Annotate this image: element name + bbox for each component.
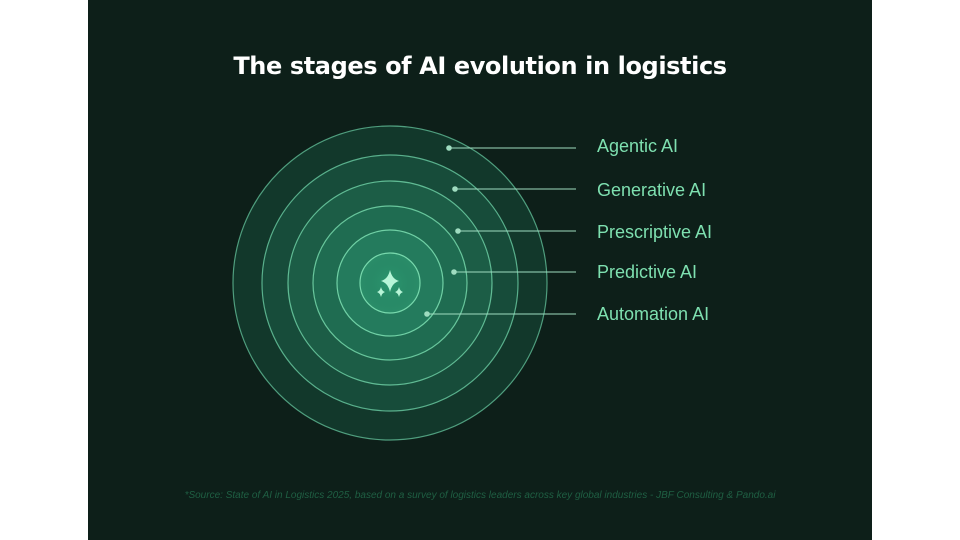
connector-prescriptive xyxy=(455,228,576,234)
stage-label-predictive: Predictive AI xyxy=(597,262,698,282)
infographic-slide: The stages of AI evolution in logistics … xyxy=(88,0,872,540)
stage-label-automation: Automation AI xyxy=(597,304,710,324)
source-footnote: *Source: State of AI in Logistics 2025, … xyxy=(184,490,776,501)
connector-generative xyxy=(452,186,576,192)
stage-label-prescriptive: Prescriptive AI xyxy=(597,222,713,242)
connector-predictive xyxy=(451,269,576,275)
sparkle-icon xyxy=(377,270,403,297)
connector-agentic xyxy=(446,145,576,151)
stage-label-agentic: Agentic AI xyxy=(597,136,679,156)
stage-label-generative: Generative AI xyxy=(597,180,707,200)
page-title: The stages of AI evolution in logistics xyxy=(233,52,727,80)
concentric-rings-diagram xyxy=(232,125,576,441)
connector-automation xyxy=(424,311,576,317)
